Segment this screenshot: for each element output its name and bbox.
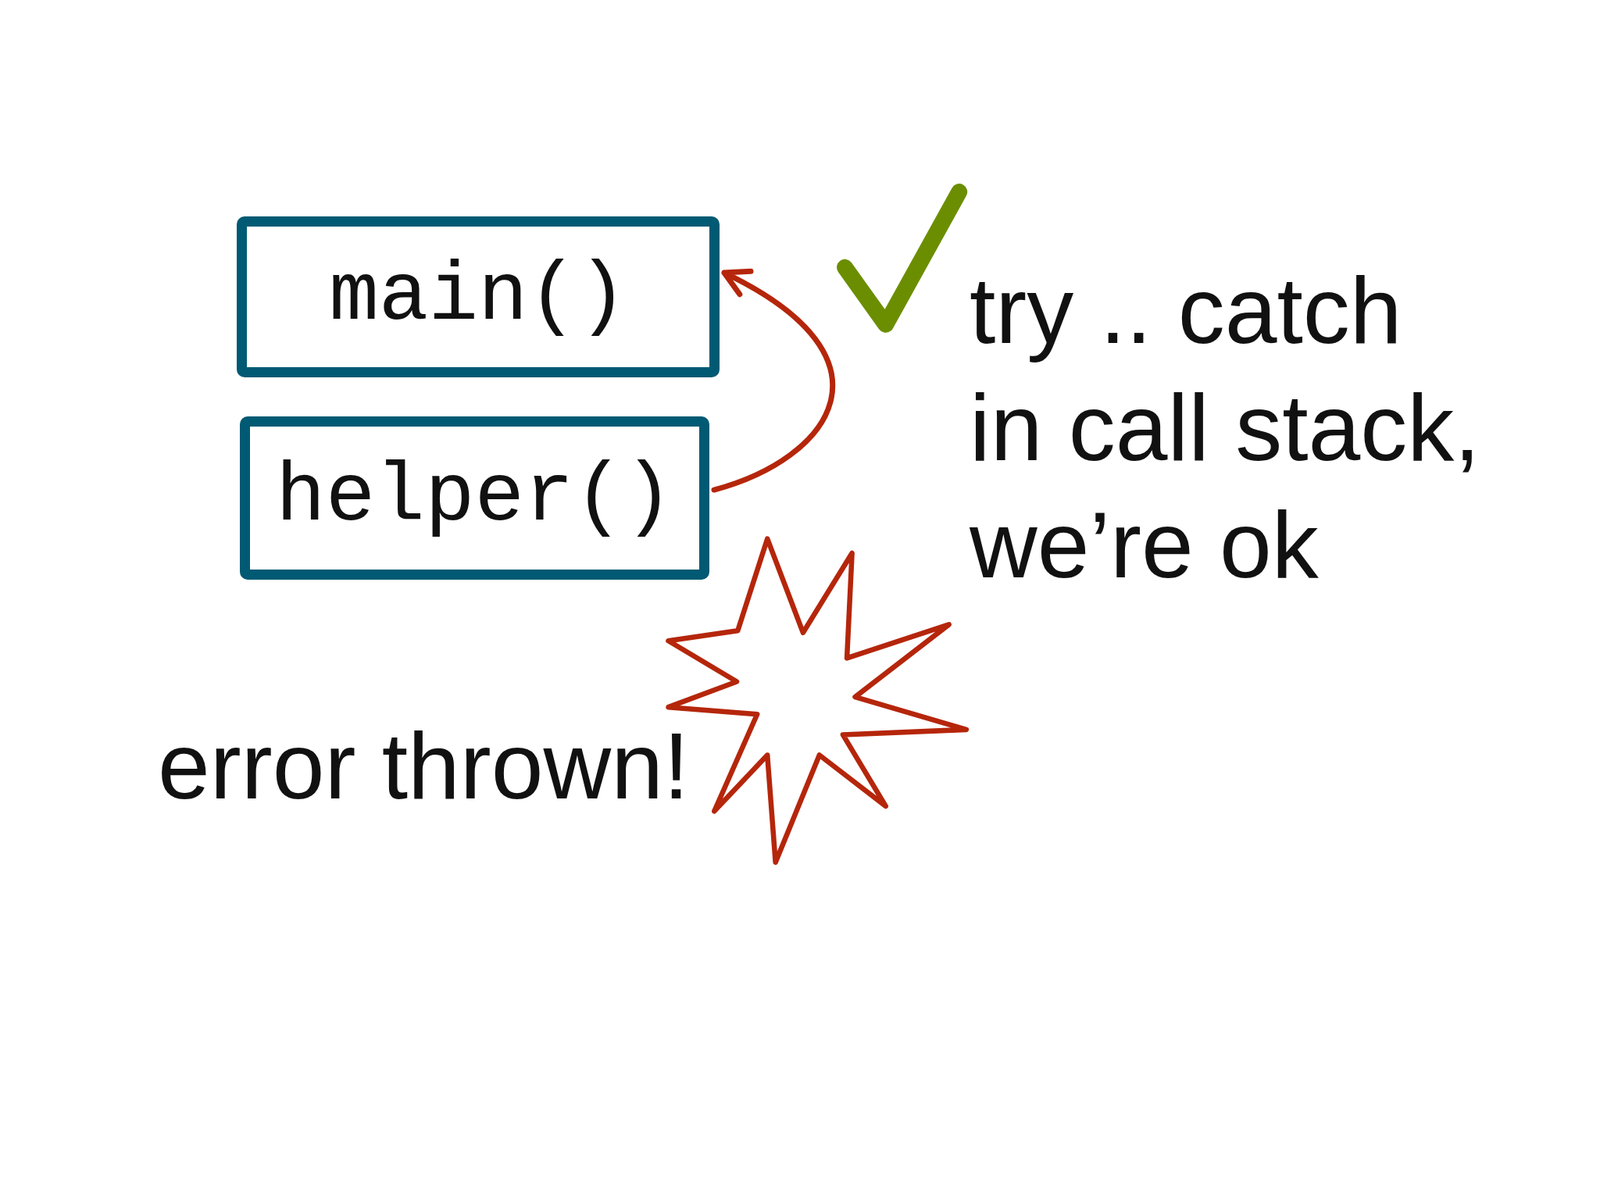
function-name: main() — [328, 251, 628, 343]
function-box: main() — [236, 216, 720, 378]
error-note: error thrown! — [157, 707, 690, 825]
function-box: helper() — [239, 416, 710, 580]
check-mark — [844, 192, 959, 325]
propagation-arrow — [714, 271, 833, 490]
explosion-burst — [668, 539, 967, 863]
annotation-text: in call stack, — [969, 368, 1481, 486]
function-name: helper() — [275, 452, 674, 544]
annotation-text: try .. catch — [969, 251, 1402, 369]
annotation-text: we’re ok — [969, 485, 1319, 604]
